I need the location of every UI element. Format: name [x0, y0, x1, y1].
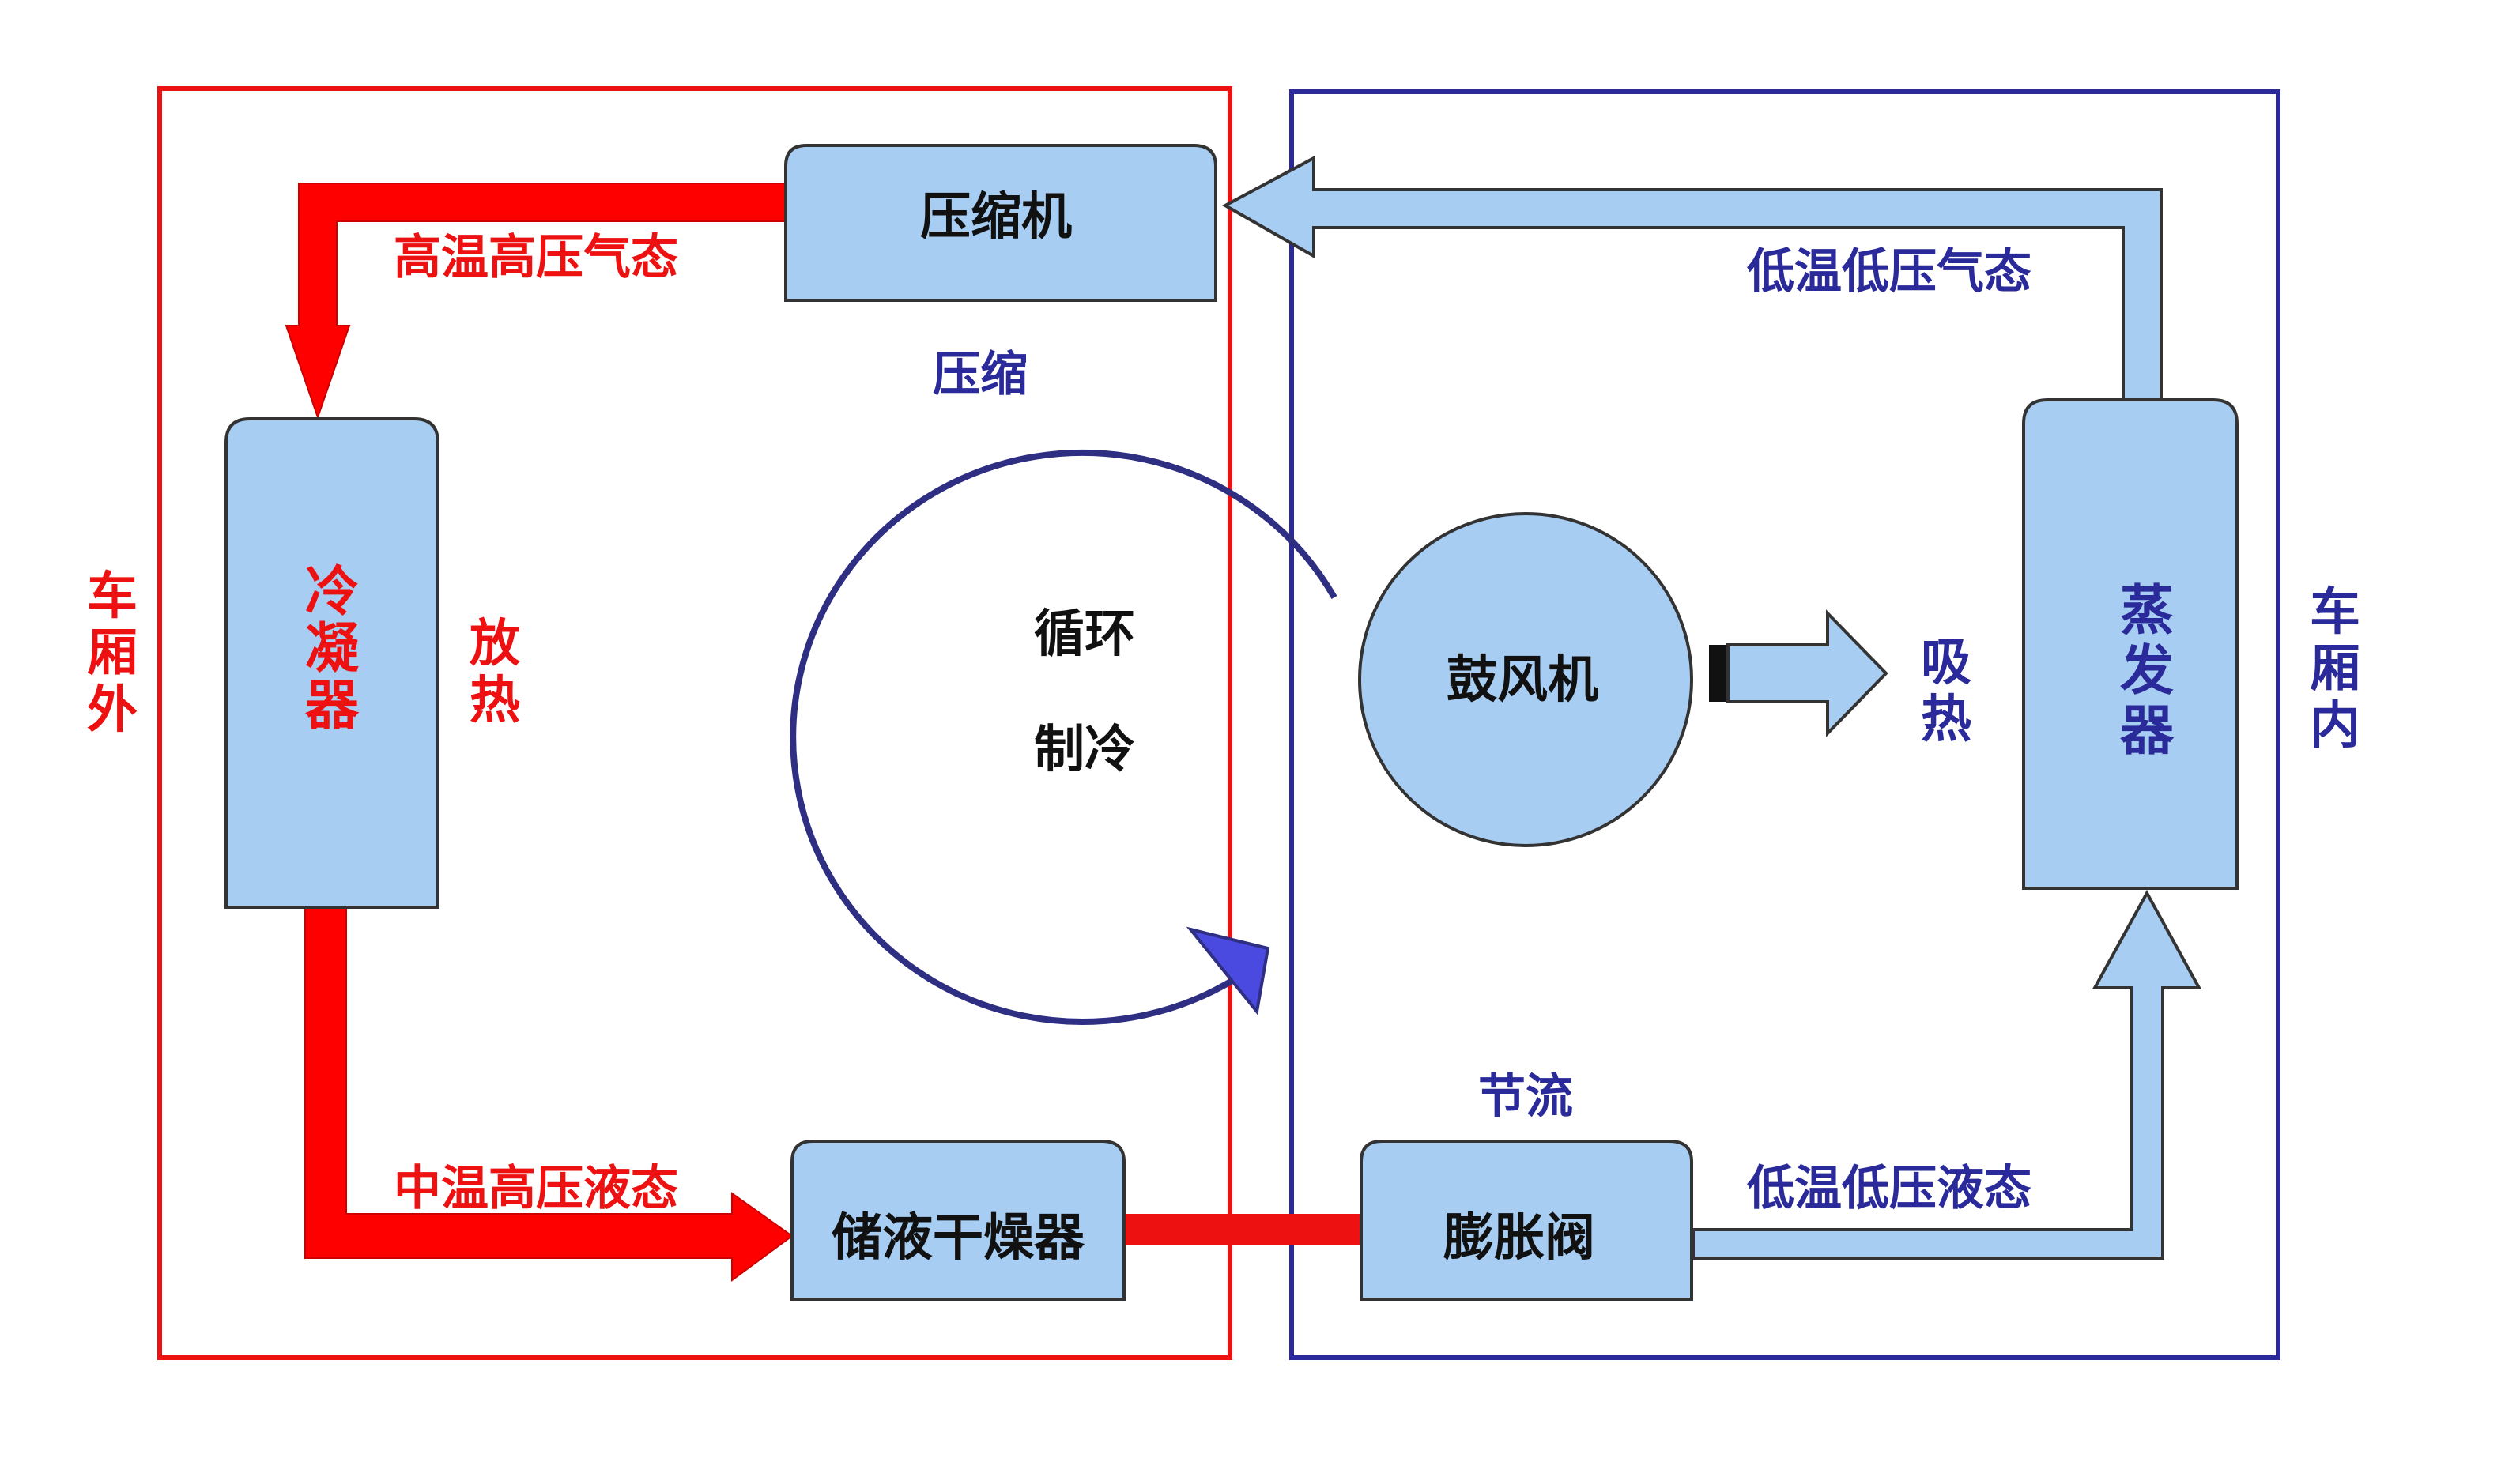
cycle-label-line1: 循环 [1034, 605, 1135, 664]
receiver-drier: 储液干燥器 [790, 1140, 1126, 1301]
cycle-arrow-head [1186, 926, 1270, 1015]
state-cold-gas-label: 低温低压气态 [1747, 244, 2031, 300]
compressor-label: 压缩机 [920, 188, 1072, 247]
process-compression-label: 压缩 [933, 347, 1028, 402]
outside-zone-frame [157, 86, 1232, 1360]
state-hot-gas-label: 高温高压气态 [394, 230, 678, 285]
process-throttling-label: 节流 [1478, 1069, 1573, 1125]
zone-outside-label-2: 厢 [87, 624, 138, 683]
cycle-arrow-arc [790, 450, 1337, 1025]
expansion-valve-label: 膨胀阀 [1443, 1209, 1595, 1268]
receiver-drier-label: 储液干燥器 [832, 1209, 1085, 1268]
zone-outside-label-1: 车 [87, 567, 138, 626]
blower-label: 鼓风机 [1447, 651, 1598, 710]
hot-gas-pipe [285, 183, 788, 420]
evaporator-label-1: 蒸 [2120, 580, 2174, 642]
state-cold-liquid-label: 低温低压液态 [1747, 1161, 2031, 1216]
condenser-label-3: 器 [305, 675, 360, 737]
airflow-arrow [1709, 609, 1888, 737]
condenser: 冷 凝 器 [224, 417, 439, 909]
process-heat-absorption-label-1: 吸 [1921, 634, 1971, 692]
compressor: 压缩机 [784, 144, 1217, 302]
liquid-line-pipe [1124, 1214, 1361, 1245]
cold-liquid-pipe [1692, 889, 2202, 1260]
zone-inside-label-3: 内 [2310, 697, 2360, 755]
condenser-label-1: 冷 [305, 561, 359, 624]
zone-inside-label-1: 车 [2310, 583, 2360, 642]
condenser-label-2: 凝 [305, 618, 359, 680]
evaporator-label-3: 器 [2120, 700, 2175, 763]
evaporator-label-2: 发 [2120, 640, 2174, 703]
state-hot-liquid-label: 中温高压液态 [394, 1161, 678, 1216]
expansion-valve: 膨胀阀 [1360, 1140, 1693, 1301]
zone-outside-label-3: 外 [87, 681, 138, 740]
cycle-label-line2: 制冷 [1034, 721, 1135, 779]
blower: 鼓风机 [1358, 512, 1693, 847]
process-heat-absorption-label-2: 热 [1921, 691, 1971, 749]
zone-inside-label-2: 厢 [2310, 640, 2360, 699]
cold-gas-pipe [1221, 155, 2163, 401]
inside-zone-frame [1289, 89, 2280, 1360]
evaporator: 蒸 发 器 [2022, 398, 2239, 890]
process-heat-release-label-1: 放 [470, 615, 520, 673]
hot-liquid-pipe [304, 906, 794, 1282]
process-heat-release-label-2: 热 [470, 672, 520, 730]
